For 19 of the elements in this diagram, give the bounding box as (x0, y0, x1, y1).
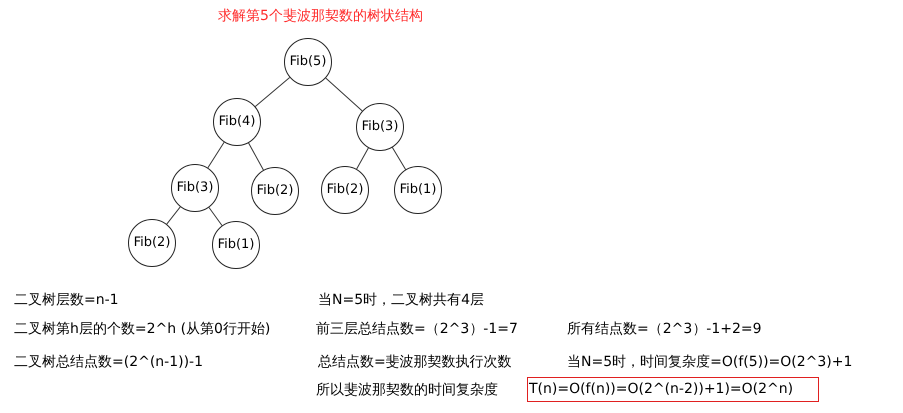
tree-edge (208, 206, 222, 226)
formula-text: 所以斐波那契数的时间复杂度 (316, 381, 498, 399)
formula-text: 前三层总结点数=（2^3）-1=7 (316, 320, 518, 338)
formula-text: 二叉树第h层的个数=2^h (从第0行开始) (14, 320, 270, 338)
diagram-title: 求解第5个斐波那契数的树状结构 (218, 7, 423, 26)
tree-edge (207, 142, 225, 168)
formula-text: 当N=5时，时间复杂度=O(f(5))=O(2^3)+1 (567, 353, 852, 371)
tree-edge (254, 77, 290, 107)
tree-edge (166, 206, 181, 225)
formula-text: 当N=5时，二叉树共有4层 (318, 291, 484, 309)
tree-edge (392, 147, 406, 170)
tree-edge (356, 147, 369, 170)
formula-text: 所有结点数=（2^3）-1+2=9 (567, 320, 762, 338)
formula-text: 总结点数=斐波那契数执行次数 (318, 353, 512, 371)
tree-edge (325, 78, 363, 112)
highlighted-formula-box: T(n)=O(f(n))=O(2^(n-2))+1)=O(2^n) (527, 377, 819, 402)
formula-text: 二叉树总结点数=(2^(n-1))-1 (14, 353, 204, 371)
formula-text: 二叉树层数=n-1 (14, 291, 119, 309)
tree-edge (248, 142, 264, 170)
